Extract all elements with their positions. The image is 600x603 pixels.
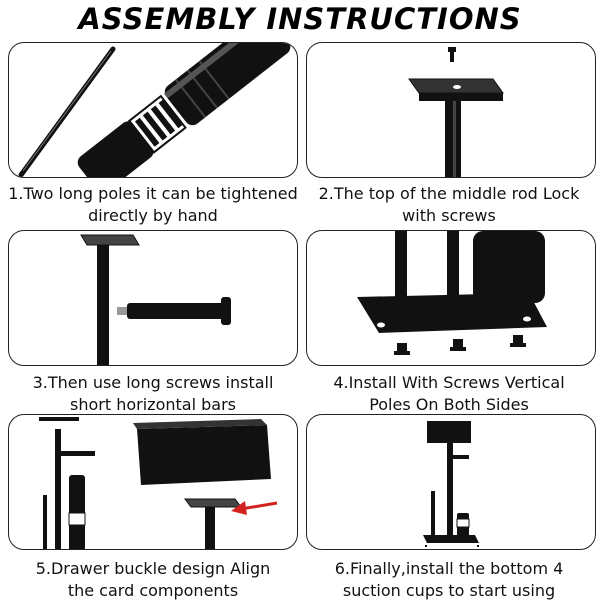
step-6-caption-line-1: 6.Finally,install the bottom 4 bbox=[334, 559, 564, 578]
step-5-illustration bbox=[8, 414, 298, 550]
step-6-caption: 6.Finally,install the bottom 4 suction c… bbox=[301, 558, 597, 602]
step-3-caption: 3.Then use long screws install short hor… bbox=[5, 372, 301, 416]
step-1-illustration bbox=[8, 42, 298, 178]
step-2-caption: 2.The top of the middle rod Lock with sc… bbox=[301, 183, 597, 227]
step-4-illustration bbox=[306, 230, 596, 366]
step-2-caption-line-2: with screws bbox=[402, 206, 496, 225]
step-1-caption-line-1: 1.Two long poles it can be tightened bbox=[8, 184, 298, 203]
step-1-caption-line-2: directly by hand bbox=[88, 206, 218, 225]
step-4-caption-line-1: 4.Install With Screws Vertical bbox=[333, 373, 565, 392]
step-6-illustration bbox=[306, 414, 596, 550]
step-3-caption-line-1: 3.Then use long screws install bbox=[32, 373, 274, 392]
step-5-caption-line-2: the card components bbox=[67, 581, 239, 600]
step-4-caption-line-2: Poles On Both Sides bbox=[369, 395, 529, 414]
step-3-caption-line-2: short horizontal bars bbox=[70, 395, 236, 414]
step-3-illustration bbox=[8, 230, 298, 366]
red-arrow-icon bbox=[231, 501, 247, 515]
step-5-caption-line-1: 5.Drawer buckle design Align bbox=[35, 559, 271, 578]
step-2-illustration bbox=[306, 42, 596, 178]
step-2-caption-line-1: 2.The top of the middle rod Lock bbox=[318, 184, 580, 203]
page-title: ASSEMBLY INSTRUCTIONS bbox=[78, 2, 522, 36]
step-5-caption: 5.Drawer buckle design Align the card co… bbox=[5, 558, 301, 602]
step-6-caption-line-2: suction cups to start using bbox=[342, 581, 556, 600]
step-4-caption: 4.Install With Screws Vertical Poles On … bbox=[301, 372, 597, 416]
step-1-caption: 1.Two long poles it can be tightened dir… bbox=[5, 183, 301, 227]
